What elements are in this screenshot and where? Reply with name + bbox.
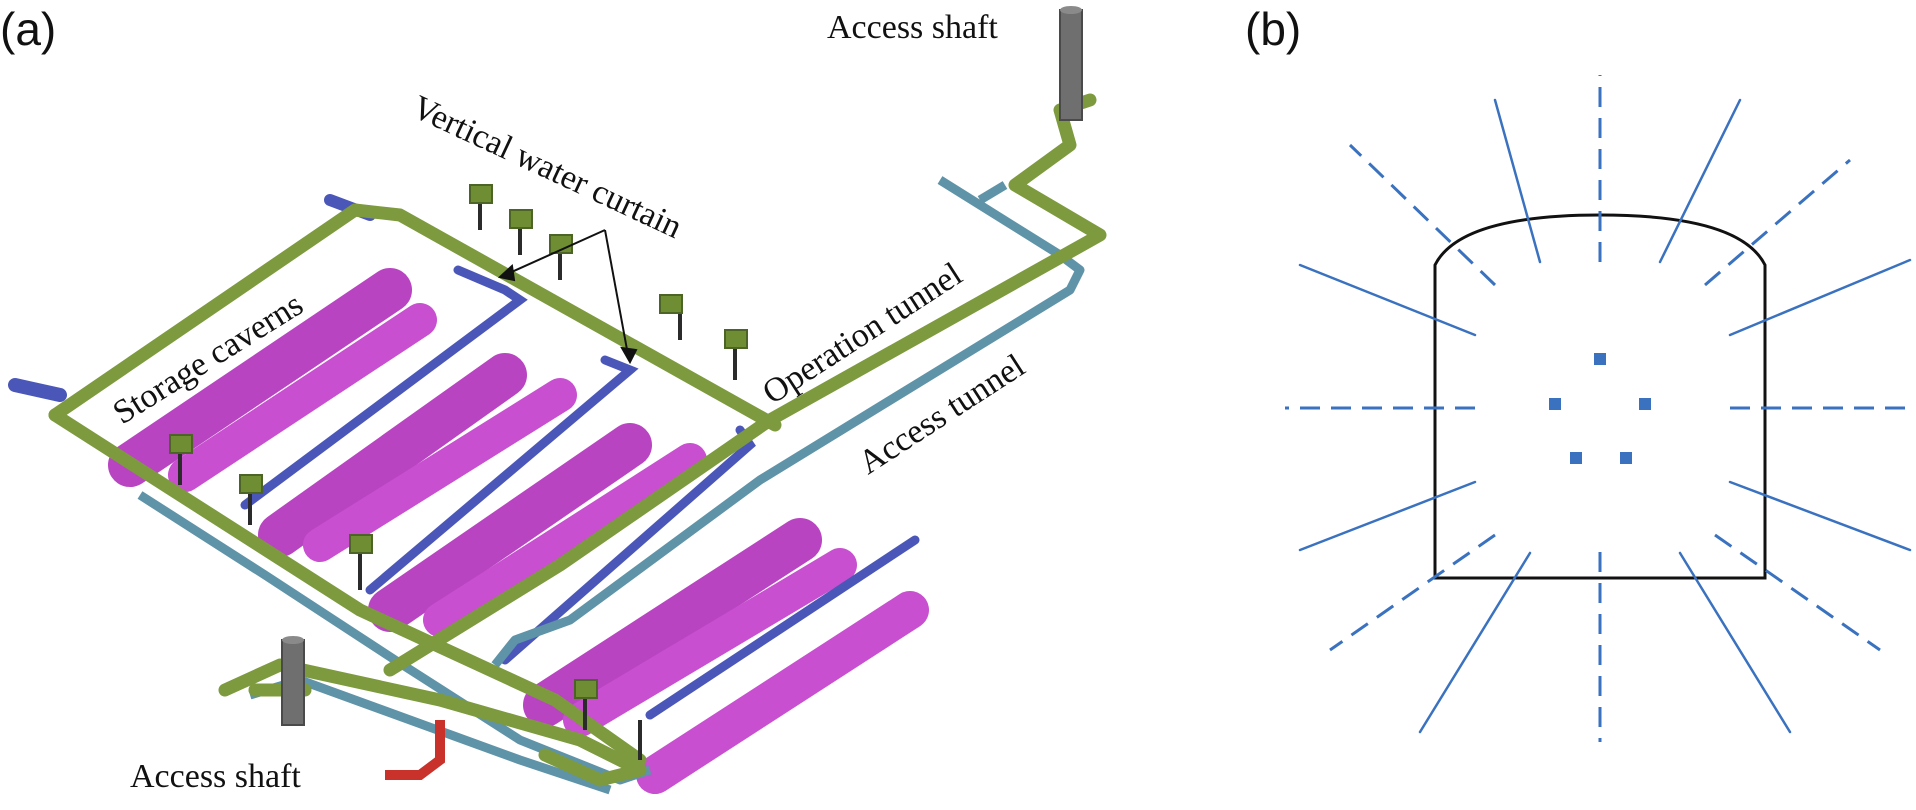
cavern-cross-section-outline — [1433, 213, 1767, 580]
borehole-solid-6 — [1728, 480, 1912, 552]
panel-b-label: (b) — [1245, 3, 1301, 55]
panel-a-label: (a) — [0, 3, 56, 55]
curtain-connector-blocks — [169, 184, 748, 699]
access-shaft-top-3d — [1059, 6, 1083, 121]
borehole-solid-2 — [1658, 98, 1742, 264]
cavern-row-4 — [523, 518, 929, 794]
panel-a: (a) — [0, 3, 1107, 795]
water-curtain-arrows — [497, 229, 638, 365]
marker-square — [1570, 452, 1582, 464]
curtain-gallery-1 — [240, 265, 528, 510]
cavern-row-2 — [258, 353, 577, 562]
curtain-gallery-2 — [365, 355, 639, 595]
borehole-solid-5 — [1298, 480, 1477, 552]
borehole-solid-7 — [1418, 551, 1532, 734]
borehole-dashed-lower-left — [1329, 533, 1496, 652]
solid-boreholes — [1298, 98, 1912, 734]
borehole-solid-3 — [1298, 263, 1477, 337]
label-access-shaft-bottom: Access shaft — [130, 758, 301, 795]
marker-square — [1549, 398, 1561, 410]
borehole-solid-8 — [1678, 551, 1792, 734]
borehole-dashed-upper-right — [1704, 158, 1851, 287]
borehole-solid-1 — [1493, 98, 1542, 264]
label-vertical-water-curtain: Vertical water curtain — [407, 89, 688, 246]
marker-square — [1594, 353, 1606, 365]
borehole-dashed-upper-left — [1348, 143, 1497, 287]
label-access-shaft-top: Access shaft — [827, 9, 998, 46]
curtain-gallery-4 — [645, 535, 920, 720]
borehole-dashed-lower-right — [1714, 533, 1881, 652]
curtain-stub-left — [8, 378, 67, 402]
square-markers — [1549, 353, 1651, 464]
cavern-row-3 — [368, 423, 707, 637]
access-shaft-bottom-3d — [281, 636, 445, 780]
borehole-solid-4 — [1728, 258, 1912, 337]
marker-square — [1620, 452, 1632, 464]
marker-square — [1639, 398, 1651, 410]
storage-caverns — [108, 268, 929, 794]
dashed-boreholes — [1285, 75, 1916, 742]
panel-b: (b) — [1245, 3, 1916, 742]
access-shaft-red-segment — [385, 720, 445, 780]
